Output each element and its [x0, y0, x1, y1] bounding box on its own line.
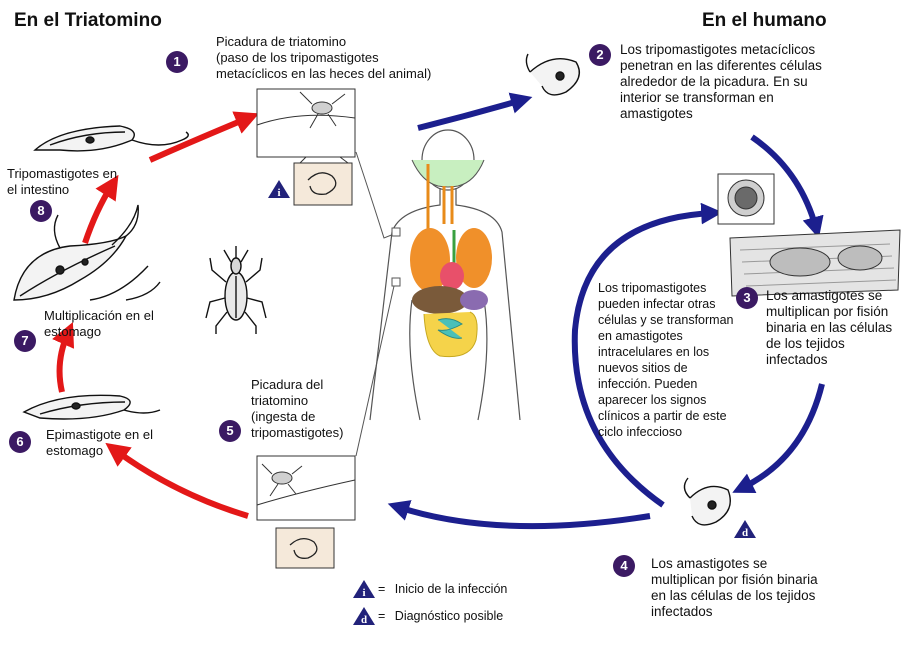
infection-marker: i: [268, 180, 290, 200]
diagnosis-marker-triangle: [734, 520, 756, 538]
legend-infection-label: Inicio de la infección: [394, 582, 508, 596]
infection-marker-letter: i: [277, 187, 281, 199]
step-badge-8: 8: [30, 200, 52, 222]
step-badge-7: 7: [14, 330, 36, 352]
legend-equals-sign: =: [378, 582, 386, 596]
step-text-4: Los amastigotes se multiplican por fisió…: [651, 556, 818, 619]
legend-infection-marker: i: [353, 580, 375, 600]
diagnosis-marker: d: [734, 520, 756, 540]
blue-arrow-2-to-3: [750, 134, 824, 239]
bite-panel-step5: [256, 455, 356, 569]
infected-cells-illustration: [717, 173, 901, 297]
step-text-3: Los amastigotes se multiplican por fisió…: [766, 288, 893, 367]
heading-human: En el humano: [702, 10, 827, 31]
step-badge-2: 2: [589, 44, 611, 66]
red-arrow-6-to-7: [52, 322, 75, 393]
human-body-illustration: [355, 129, 521, 457]
red-arrow-8-to-1: [148, 111, 260, 163]
step-text-5: Picadura del triatomino (ingesta de trip…: [251, 377, 344, 440]
red-arrow-5-to-6: [105, 442, 249, 519]
legend-equals-sign: =: [378, 609, 386, 623]
legend-diagnosis: = Diagnóstico posible: [378, 609, 503, 623]
step-text-1: Picadura de triatomino (paso de los trip…: [216, 34, 432, 81]
legend-diagnosis-letter: d: [360, 614, 368, 626]
step-text-7: Multiplicación en el estomago: [44, 308, 154, 339]
red-arrow-7-to-8: [82, 174, 119, 244]
step-badge-3: 3: [736, 287, 758, 309]
metacyclic-trypomastigote-illustration: [525, 53, 580, 96]
legend-infection: = Inicio de la infección: [378, 582, 507, 596]
step-badge-4: 4: [613, 555, 635, 577]
step-badge-1: 1: [166, 51, 188, 73]
blue-arrow-1-to-2: [417, 92, 533, 131]
diagnosis-marker-letter: d: [741, 527, 749, 539]
trypomastigote-intestine-illustration: [33, 125, 189, 152]
legend-diagnosis-marker: d: [353, 607, 375, 627]
legend-infection-triangle: [353, 580, 375, 598]
step-badge-5: 5: [219, 420, 241, 442]
dividing-epimastigotes-illustration: [13, 204, 161, 301]
step-text-8: Tripomastigotes en el intestino: [7, 166, 118, 197]
legend-diagnosis-triangle: [353, 607, 375, 625]
legend-infection-letter: i: [362, 587, 366, 599]
step-text-2: Los tripomastigotes metacíclicos penetra…: [620, 42, 822, 121]
infection-marker-triangle: [268, 180, 290, 198]
triatomine-bug-illustration: [205, 246, 267, 334]
reinfection-note: Los tripomastigotes pueden infectar otra…: [598, 281, 734, 439]
bite-panel-step1: [256, 88, 356, 206]
heading-triatomine: En el Triatomino: [14, 10, 162, 31]
epimastigote-stomach-illustration: [22, 394, 161, 420]
blue-arrow-3-to-4: [732, 383, 825, 494]
released-trypomastigote-illustration: [683, 477, 731, 526]
legend-diagnosis-label: Diagnóstico posible: [394, 609, 504, 623]
step-text-6: Epimastigote en el estomago: [46, 427, 153, 458]
blue-arrow-reinfection-loop: [571, 202, 723, 508]
step-badge-6: 6: [9, 431, 31, 453]
blue-arrow-4-to-5: [387, 500, 651, 530]
